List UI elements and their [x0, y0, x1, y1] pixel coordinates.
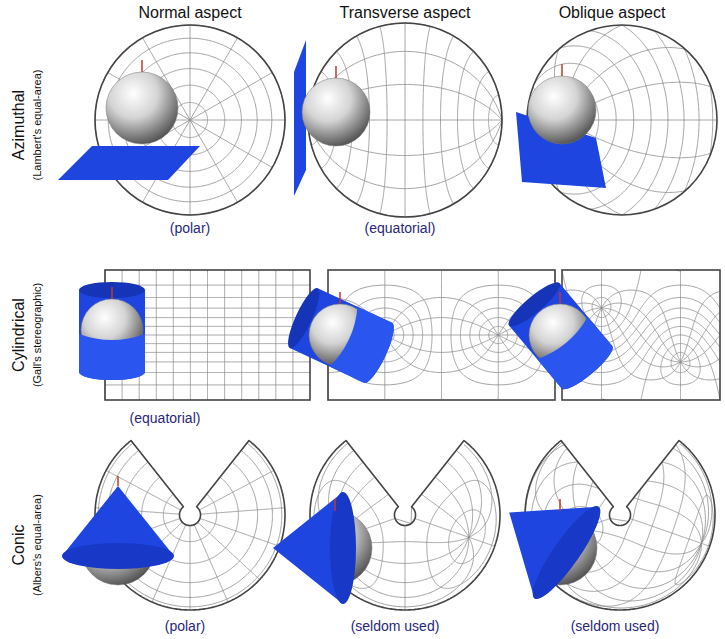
cylinder-body — [330, 307, 400, 386]
row-subheading: (Gall's stereographic) — [31, 283, 44, 387]
cylinder-opening — [79, 282, 145, 298]
graticule-group — [95, 23, 720, 610]
cone-base — [330, 492, 356, 604]
projection-plane — [58, 146, 200, 180]
cone — [477, 467, 609, 606]
cylinder-front — [330, 307, 400, 386]
cone — [273, 492, 356, 604]
aspect-caption: (seldom used) — [351, 618, 440, 635]
graticule-lines — [95, 25, 285, 215]
pole-tick — [111, 287, 113, 299]
cone-base — [62, 543, 174, 569]
aspect-caption: (equatorial) — [365, 220, 436, 237]
cylinder-back — [504, 277, 618, 394]
globe — [528, 76, 596, 144]
row-subheading: (Albers's equal-area) — [31, 494, 44, 596]
pole-tick — [141, 60, 143, 72]
column-heading: Transverse aspect — [339, 3, 470, 22]
column-heading: Oblique aspect — [559, 3, 666, 22]
pole-tick — [339, 292, 341, 304]
cylinder-front — [537, 317, 617, 395]
map-outline — [527, 25, 717, 215]
pole-tick — [117, 476, 119, 486]
row-heading: Conic — [9, 525, 28, 566]
aspect-caption: (seldom used) — [571, 618, 660, 635]
aspect-caption: (polar) — [170, 220, 210, 237]
cylinder-back — [283, 285, 400, 386]
row-heading: Cylindrical — [9, 298, 28, 372]
pole-tick — [559, 292, 561, 304]
cylinder-back — [79, 282, 145, 380]
aspect-caption: (polar) — [165, 618, 205, 635]
cone — [62, 486, 174, 569]
cone-base — [524, 499, 610, 606]
globe — [302, 78, 370, 146]
column-heading: Normal aspect — [138, 3, 241, 22]
row-subheading: (Lambert's equal-area) — [31, 70, 44, 181]
pole-tick — [559, 499, 561, 511]
pole-tick — [561, 64, 563, 76]
globe — [106, 72, 178, 144]
cylinder-front — [79, 334, 145, 380]
aspect-caption: (equatorial) — [130, 410, 201, 427]
cylinder-body — [537, 317, 617, 395]
map-outline — [310, 441, 500, 610]
pole-tick — [334, 499, 336, 511]
map-outline — [95, 25, 285, 215]
graticule-lines — [527, 25, 717, 215]
pole-tick — [335, 66, 337, 78]
row-heading: Azimuthal — [9, 90, 28, 160]
cylinder-body — [79, 334, 145, 380]
